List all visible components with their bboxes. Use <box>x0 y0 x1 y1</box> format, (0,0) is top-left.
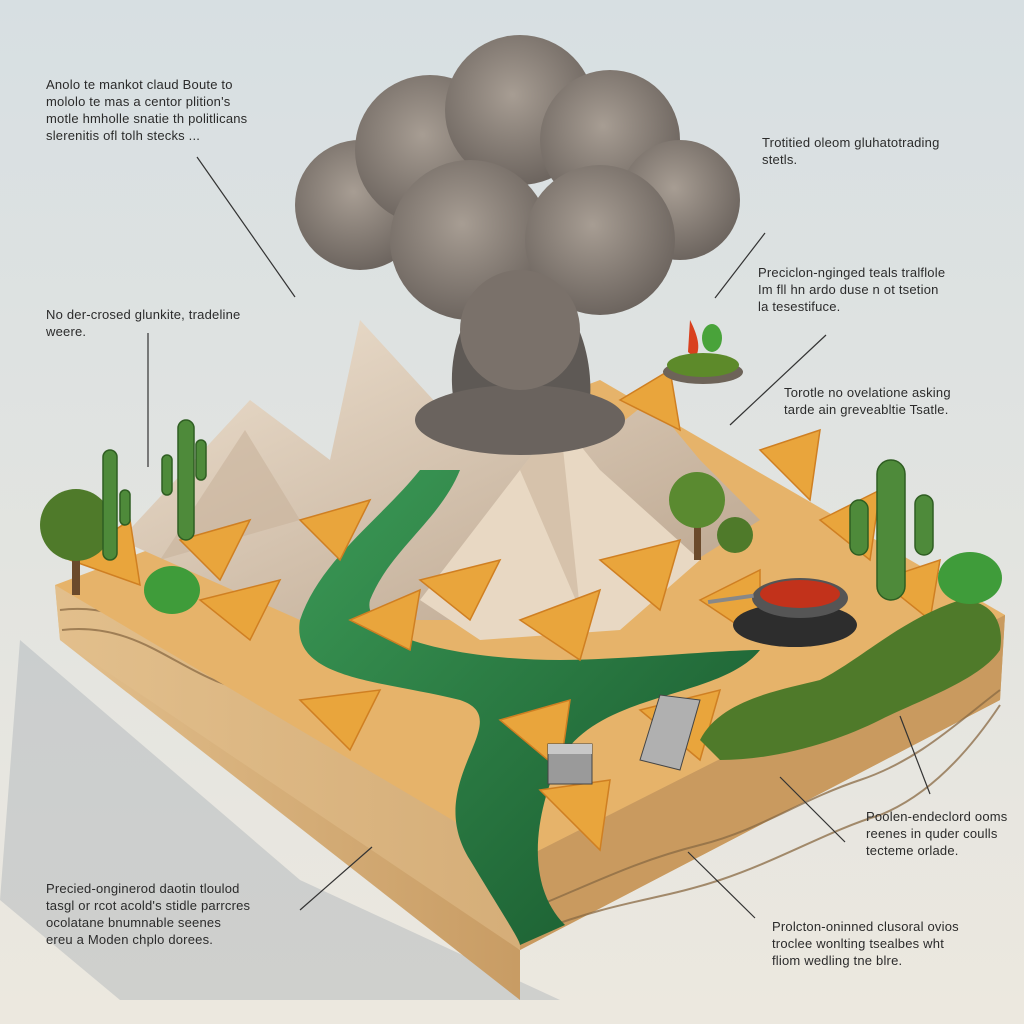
small-structures <box>547 694 701 785</box>
callout-line: stetls. <box>762 152 798 167</box>
salsa-bowl <box>707 578 857 647</box>
callout-line: Im fll hn ardo duse n ot tsetion <box>758 282 939 297</box>
callout-line: slerenitis ofl tolh stecks ... <box>46 128 201 143</box>
callout-line: tarde ain greveabltie Tsatle. <box>784 402 949 417</box>
callout-line: Preciclon-nginged teals tralflole <box>758 265 946 280</box>
callout-left-mid: No der-crosed glunkite, tradeline weere. <box>46 306 240 340</box>
callout-line: Prolcton-oninned clusoral ovios <box>772 919 959 934</box>
callout-line: fliom wedling tne blre. <box>772 953 903 968</box>
callout-line: mololo te mas a centor plition's <box>46 94 231 109</box>
callout-bottom-left: Precied-onginerod daotin tloulod tasgl o… <box>46 880 250 948</box>
callout-right-mid: Torotle no ovelatione asking tarde ain g… <box>784 384 951 418</box>
callout-line: weere. <box>46 324 87 339</box>
green-shrub-ridge <box>700 600 1001 760</box>
callout-line: ereu a Moden chplo dorees. <box>46 932 214 947</box>
callout-line: la tesestifuce. <box>758 299 841 314</box>
callout-line: tecteme orlade. <box>866 843 959 858</box>
callout-line: Poolen-endeclord ooms <box>866 809 1008 824</box>
callout-line: ocolatane bnumnable seenes <box>46 915 222 930</box>
smoke-cloud <box>295 35 740 455</box>
callout-line: reenes in quder coulls <box>866 826 998 841</box>
callout-bottom-right: Prolcton-oninned clusoral ovios troclee … <box>772 918 959 969</box>
callout-top-left: Anolo te mankot claud Boute to mololo te… <box>46 76 247 144</box>
callout-line: troclee wonlting tsealbes wht <box>772 936 945 951</box>
callout-leader-lines <box>147 156 931 919</box>
ground-shadow <box>0 640 560 1000</box>
peppers <box>144 320 1002 614</box>
trees <box>40 472 753 595</box>
callout-line: tasgl or rcot acold's stidle parrcres <box>46 898 251 913</box>
cacti <box>102 419 934 601</box>
callout-line: Precied-onginerod daotin tloulod <box>46 881 240 896</box>
callout-line: Torotle no ovelatione asking <box>784 385 951 400</box>
callout-top-right: Trotitied oleom gluhatotrading stetls. <box>762 134 940 168</box>
tortilla-chips <box>68 368 941 852</box>
callout-line: motle hmholle snatie th politlicans <box>46 111 248 126</box>
callout-right-upper: Preciclon-nginged teals tralflole Im fll… <box>758 264 945 315</box>
callout-right-lower: Poolen-endeclord ooms reenes in quder co… <box>866 808 1008 859</box>
callout-line: No der-crosed glunkite, tradeline <box>46 307 241 322</box>
guacamole-bowl <box>663 353 743 384</box>
green-river <box>299 470 760 945</box>
callout-line: Trotitied oleom gluhatotrading <box>762 135 940 150</box>
callout-line: Anolo te mankot claud Boute to <box>46 77 233 92</box>
